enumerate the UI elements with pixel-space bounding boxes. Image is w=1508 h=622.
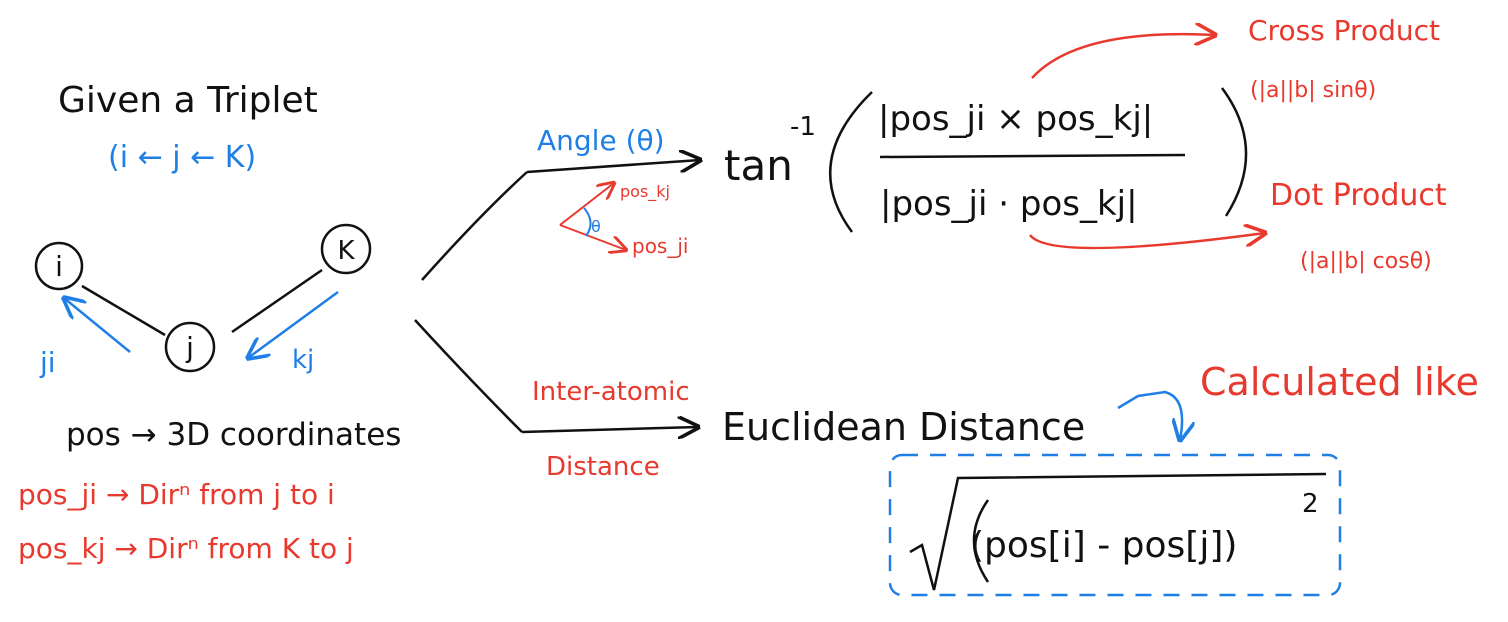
paren-left [828, 91, 873, 233]
distance-formula-exponent: 2 [1302, 489, 1319, 519]
cross-product-formula: (|a||b| sinθ) [1250, 78, 1376, 103]
calculated-like-arrow [1117, 390, 1182, 440]
vector-ji-label: pos_ji [632, 234, 688, 258]
vector-ji-sketch [559, 224, 626, 250]
sqrt-symbol [909, 472, 1327, 591]
distance-formula: (pos[i] - pos[j]) [970, 525, 1237, 566]
atom-k-label: K [337, 236, 355, 266]
branch-lower [414, 319, 523, 433]
arrow-ji-label: ji [39, 346, 56, 379]
tan-function: tan [724, 141, 793, 190]
angle-arc [583, 207, 592, 237]
fraction-bar [879, 153, 1186, 159]
arrow-kj [248, 290, 339, 358]
formula-paren-left [972, 499, 990, 583]
angle-arrow [526, 160, 700, 174]
dot-product-formula: (|a||b| cosθ) [1300, 249, 1432, 274]
formula-denominator: |pos_ji · pos_kj| [880, 184, 1138, 224]
paren-right [1220, 87, 1248, 217]
distance-arrow [521, 427, 698, 432]
definition-pos: pos → 3D coordinates [66, 417, 401, 453]
angle-label: Angle (θ) [537, 124, 665, 157]
cross-product-arrow [1031, 34, 1215, 79]
dot-product-arrow [1028, 233, 1265, 250]
triplet-order: (i ← j ← K) [108, 140, 256, 175]
atom-k [320, 223, 372, 275]
definition-pos-kj: pos_kj → Dirⁿ from K to j [18, 532, 354, 565]
vector-kj-label: pos_kj [620, 182, 670, 202]
cross-product-title: Cross Product [1248, 14, 1440, 47]
euclidean-distance-title: Euclidean Distance [722, 405, 1085, 449]
calculated-like-note: Calculated like [1200, 360, 1479, 404]
atom-j [164, 321, 216, 373]
bond-j-k [231, 268, 323, 334]
formula-numerator: |pos_ji × pos_kj| [878, 99, 1153, 139]
distance-formula-box [888, 453, 1342, 597]
arrow-kj-label: kj [292, 345, 314, 375]
distance-label-line1: Inter-atomic [532, 377, 690, 407]
arrow-ji [64, 298, 131, 353]
bond-i-j [81, 284, 166, 337]
atom-i-label: i [55, 250, 63, 283]
vector-kj-sketch [559, 183, 614, 226]
branch-upper [421, 171, 528, 281]
distance-label-line2: Distance [546, 452, 660, 482]
atom-i [34, 241, 84, 291]
theta-symbol: θ [591, 217, 601, 236]
triplet-title: Given a Triplet [58, 80, 318, 121]
atom-j-label: j [185, 331, 194, 364]
definition-pos-ji: pos_ji → Dirⁿ from j to i [18, 478, 335, 511]
dot-product-title: Dot Product [1270, 178, 1447, 213]
tan-inverse: -1 [790, 112, 816, 142]
